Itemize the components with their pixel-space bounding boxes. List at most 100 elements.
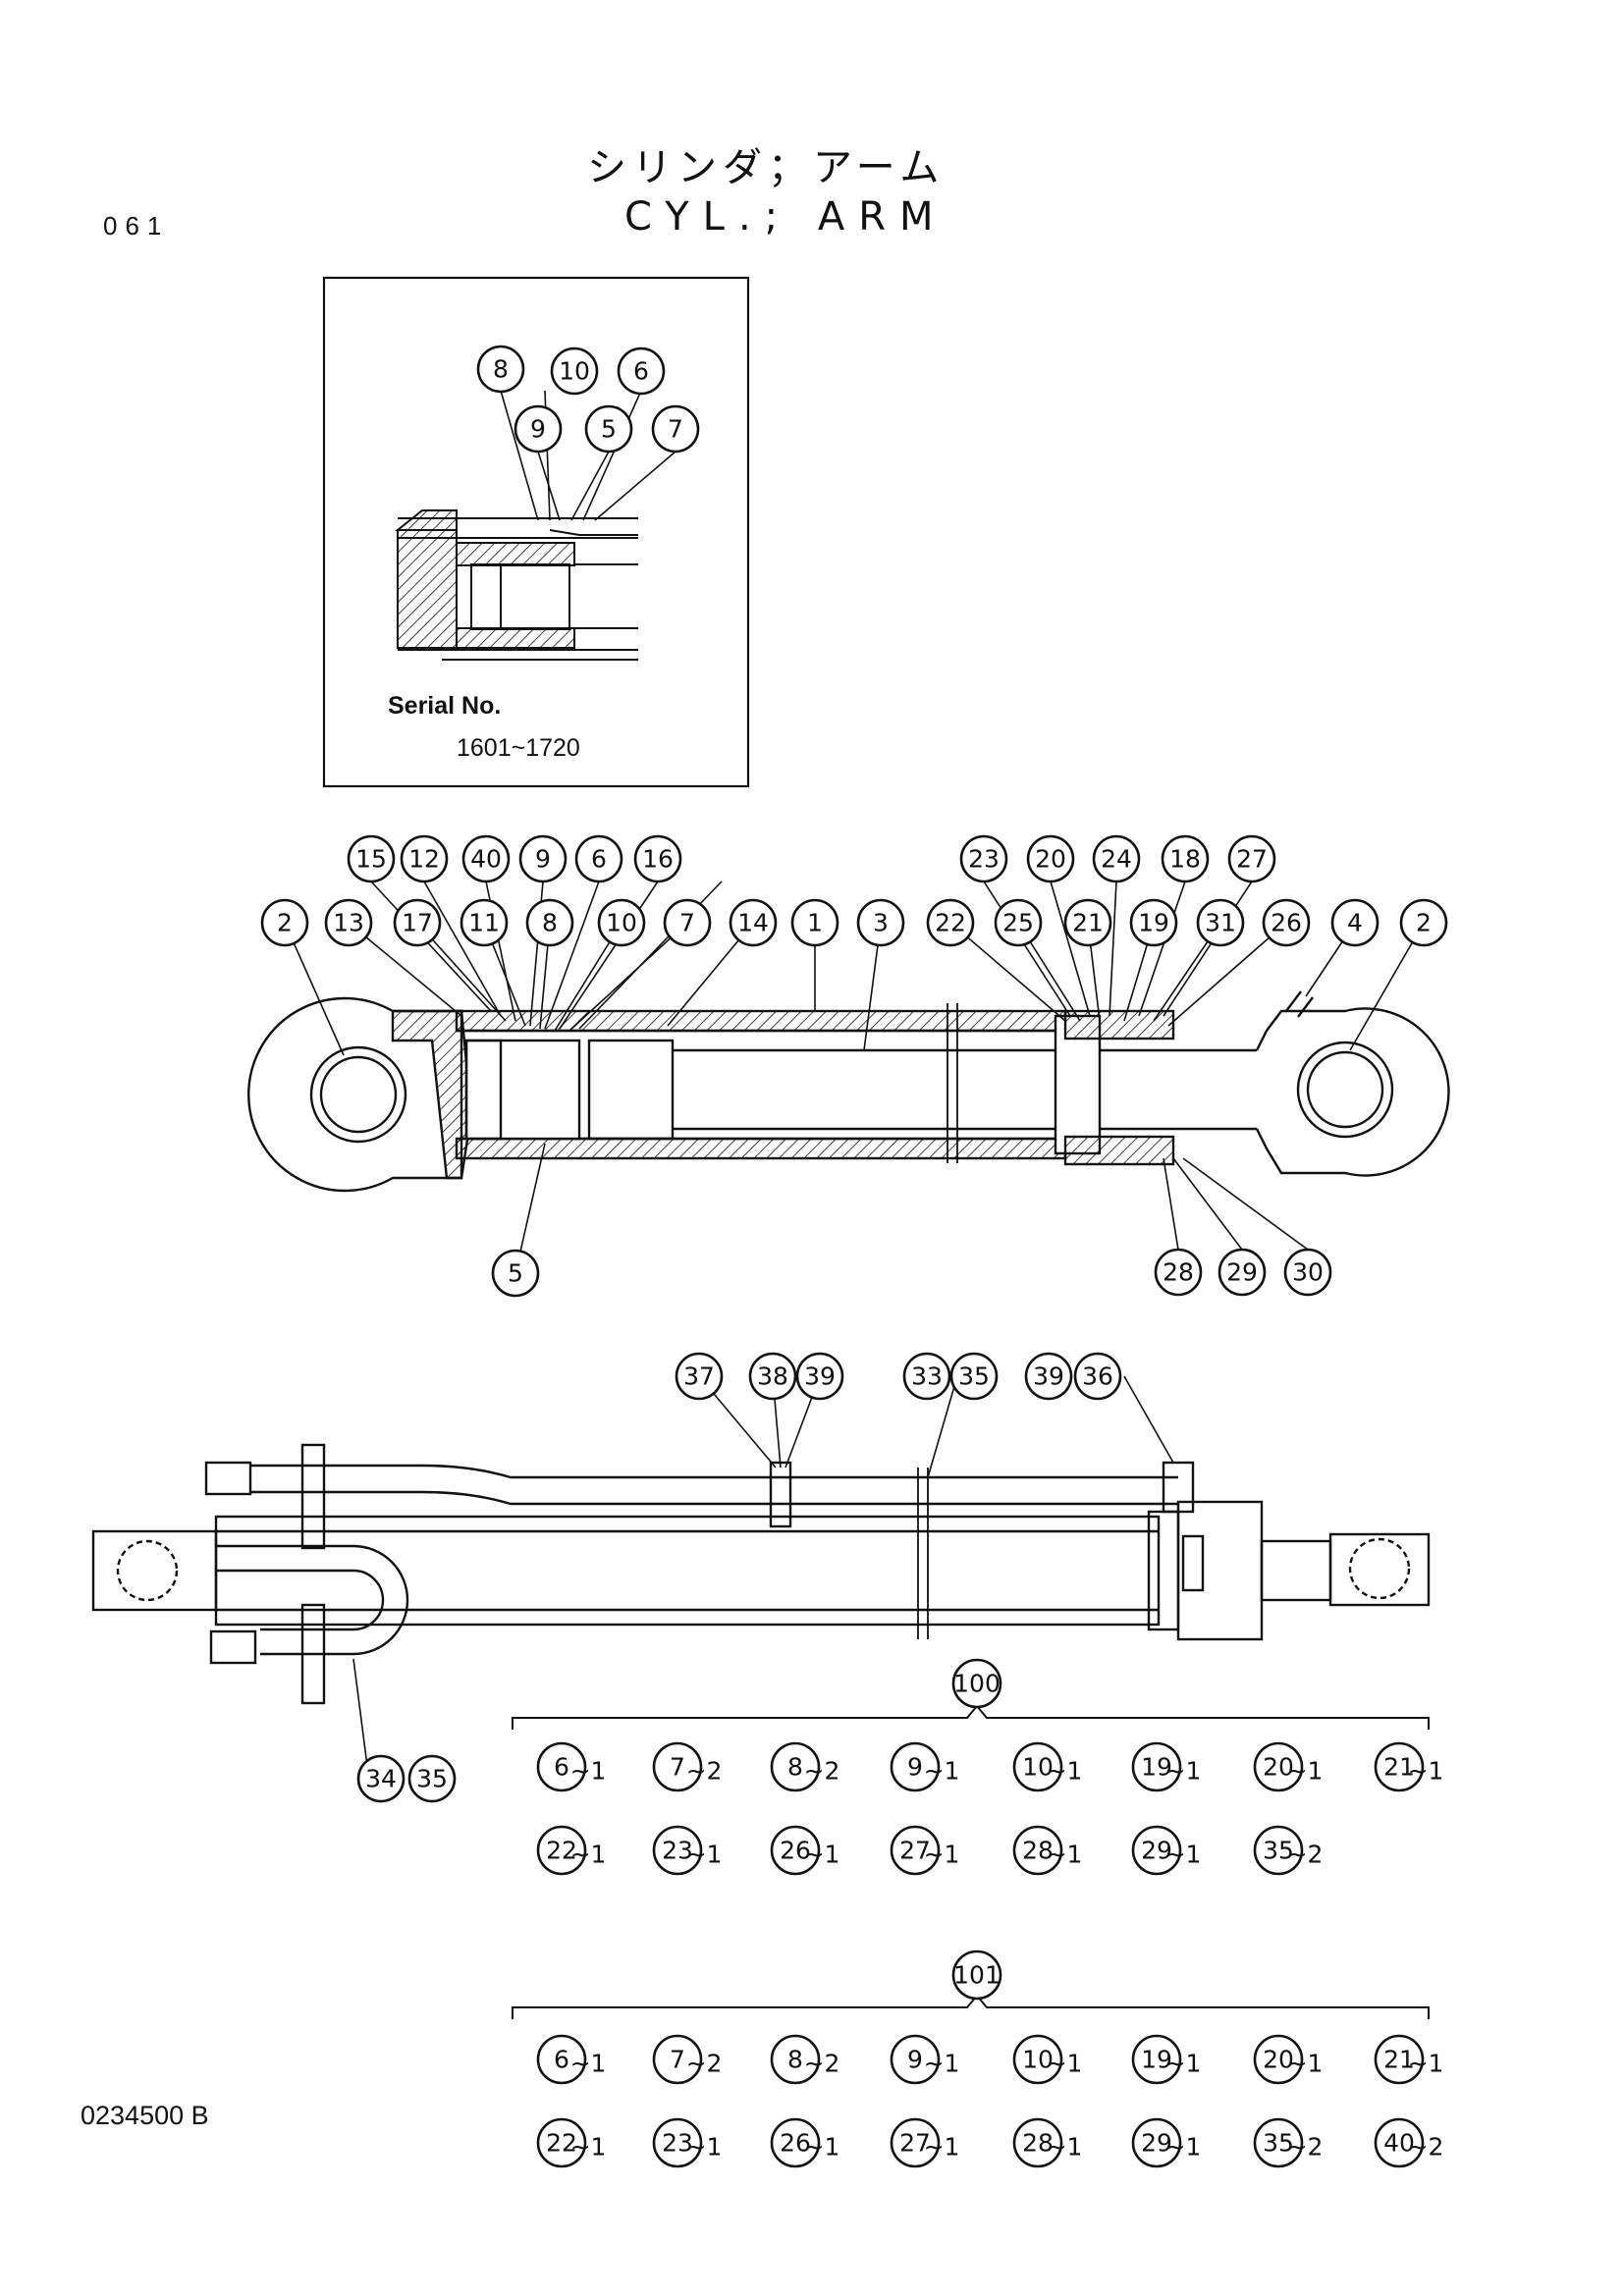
- svg-text:39: 39: [1033, 1362, 1064, 1391]
- kit-item-quantity: ~1: [1165, 2133, 1202, 2162]
- kit-item-quantity: ~2: [686, 1757, 723, 1786]
- svg-text:19: 19: [1138, 909, 1169, 937]
- cylinder-section-view: [247, 990, 1450, 1193]
- svg-text:5: 5: [508, 1259, 523, 1288]
- svg-text:23: 23: [662, 1837, 693, 1865]
- callout-bubble: 5: [491, 1249, 540, 1298]
- svg-text:24: 24: [1101, 845, 1132, 874]
- svg-text:10: 10: [606, 909, 637, 937]
- callout-bubble: 25: [994, 898, 1043, 947]
- kit-item: 10~1: [1012, 1741, 1082, 1792]
- callout-bubble: 23: [959, 834, 1008, 883]
- svg-text:8: 8: [787, 2046, 803, 2074]
- callout-bubble: 1: [790, 898, 839, 947]
- svg-text:21: 21: [1383, 2046, 1415, 2074]
- inset-callout: 6: [617, 347, 666, 396]
- svg-text:5: 5: [601, 415, 617, 444]
- svg-text:20: 20: [1263, 2046, 1294, 2074]
- svg-text:2: 2: [1416, 909, 1432, 937]
- callout-bubble: 3: [856, 898, 905, 947]
- kit-item: 23~1: [652, 1825, 723, 1876]
- kit-item-quantity: ~1: [1047, 2133, 1083, 2162]
- exterior-leaders: [352, 1375, 1174, 1797]
- kit-item-quantity: ~1: [686, 2133, 723, 2162]
- kit-item: 19~1: [1131, 1741, 1201, 1792]
- callout-bubble: 20: [1026, 834, 1075, 883]
- kit-number-bubble: 100: [951, 1658, 1002, 1709]
- kit-item: 19~1: [1131, 2034, 1201, 2085]
- kit-item-quantity: ~1: [1047, 2050, 1083, 2078]
- inset-callout: 5: [584, 404, 633, 454]
- callout-bubble: 34: [356, 1754, 406, 1803]
- kit-item: 40~2: [1374, 2117, 1443, 2168]
- svg-text:1: 1: [807, 909, 823, 937]
- kit-item-quantity: ~1: [570, 1757, 607, 1786]
- svg-text:21: 21: [1383, 1753, 1415, 1782]
- kit-bracket: [512, 1994, 1430, 2019]
- svg-text:29: 29: [1226, 1258, 1258, 1287]
- callout-bubble: 9: [518, 834, 568, 883]
- kit-item-quantity: ~1: [804, 1841, 840, 1869]
- callout-bubble: 31: [1196, 898, 1245, 947]
- callout-bubble: 19: [1129, 898, 1178, 947]
- kit-item-quantity: ~1: [686, 1841, 723, 1869]
- callout-bubble: 27: [1227, 834, 1276, 883]
- svg-text:21: 21: [1072, 909, 1104, 937]
- svg-text:8: 8: [542, 909, 558, 937]
- svg-text:28: 28: [1022, 2129, 1054, 2158]
- svg-text:14: 14: [737, 909, 769, 937]
- callout-bubble: 8: [525, 898, 574, 947]
- svg-text:8: 8: [493, 355, 509, 384]
- callout-bubble: 14: [729, 898, 778, 947]
- svg-text:23: 23: [662, 2129, 693, 2158]
- kit-item: 8~2: [770, 2034, 840, 2085]
- svg-text:10: 10: [559, 357, 590, 386]
- callout-bubble: 28: [1154, 1248, 1203, 1297]
- svg-text:6: 6: [554, 1753, 569, 1782]
- svg-text:7: 7: [679, 909, 695, 937]
- kit-item: 28~1: [1012, 2117, 1083, 2168]
- svg-text:9: 9: [907, 2046, 923, 2074]
- kit-item-quantity: ~2: [804, 2050, 840, 2078]
- callout-bubble: 2: [1399, 898, 1448, 947]
- kit-item-quantity: ~1: [1408, 1757, 1444, 1786]
- svg-text:7: 7: [670, 2046, 685, 2074]
- svg-text:38: 38: [757, 1362, 788, 1391]
- svg-text:6: 6: [554, 2046, 569, 2074]
- svg-text:7: 7: [668, 415, 683, 444]
- callout-bubble: 2: [260, 898, 309, 947]
- kit-item-quantity: ~2: [1287, 2133, 1324, 2162]
- svg-text:19: 19: [1141, 1753, 1172, 1782]
- callout-bubble: 38: [748, 1352, 797, 1401]
- svg-text:9: 9: [907, 1753, 923, 1782]
- kit-item-quantity: ~1: [1287, 2050, 1324, 2078]
- callout-bubble: 4: [1330, 898, 1380, 947]
- svg-text:22: 22: [935, 909, 966, 937]
- kit-item-quantity: ~1: [1165, 1841, 1202, 1869]
- kit-item: 9~1: [890, 1741, 959, 1792]
- svg-text:19: 19: [1141, 2046, 1172, 2074]
- svg-text:29: 29: [1141, 1837, 1172, 1865]
- kit-item: 22~1: [536, 2117, 606, 2168]
- kit-item-quantity: ~1: [924, 1841, 960, 1869]
- kit-item: 29~1: [1131, 1825, 1202, 1876]
- kit-item-quantity: ~1: [570, 1841, 607, 1869]
- svg-text:20: 20: [1263, 1753, 1294, 1782]
- svg-text:10: 10: [1022, 1753, 1054, 1782]
- svg-text:17: 17: [402, 909, 433, 937]
- svg-text:26: 26: [780, 2129, 811, 2158]
- callout-bubble: 17: [393, 898, 442, 947]
- kit-item: 20~1: [1253, 1741, 1323, 1792]
- svg-text:26: 26: [1271, 909, 1302, 937]
- kit-item: 8~2: [770, 1741, 839, 1792]
- callout-bubble: 29: [1217, 1248, 1267, 1297]
- exterior-callouts: 37 38 39 33 35 39 36 34 35: [356, 1352, 1122, 1803]
- svg-text:35: 35: [1263, 2129, 1294, 2158]
- svg-text:28: 28: [1022, 1837, 1054, 1865]
- svg-text:31: 31: [1205, 909, 1236, 937]
- kit-item: 22~1: [536, 1825, 607, 1876]
- inset-callout: 9: [514, 404, 563, 454]
- title-english: CYL.; ARM: [624, 194, 947, 240]
